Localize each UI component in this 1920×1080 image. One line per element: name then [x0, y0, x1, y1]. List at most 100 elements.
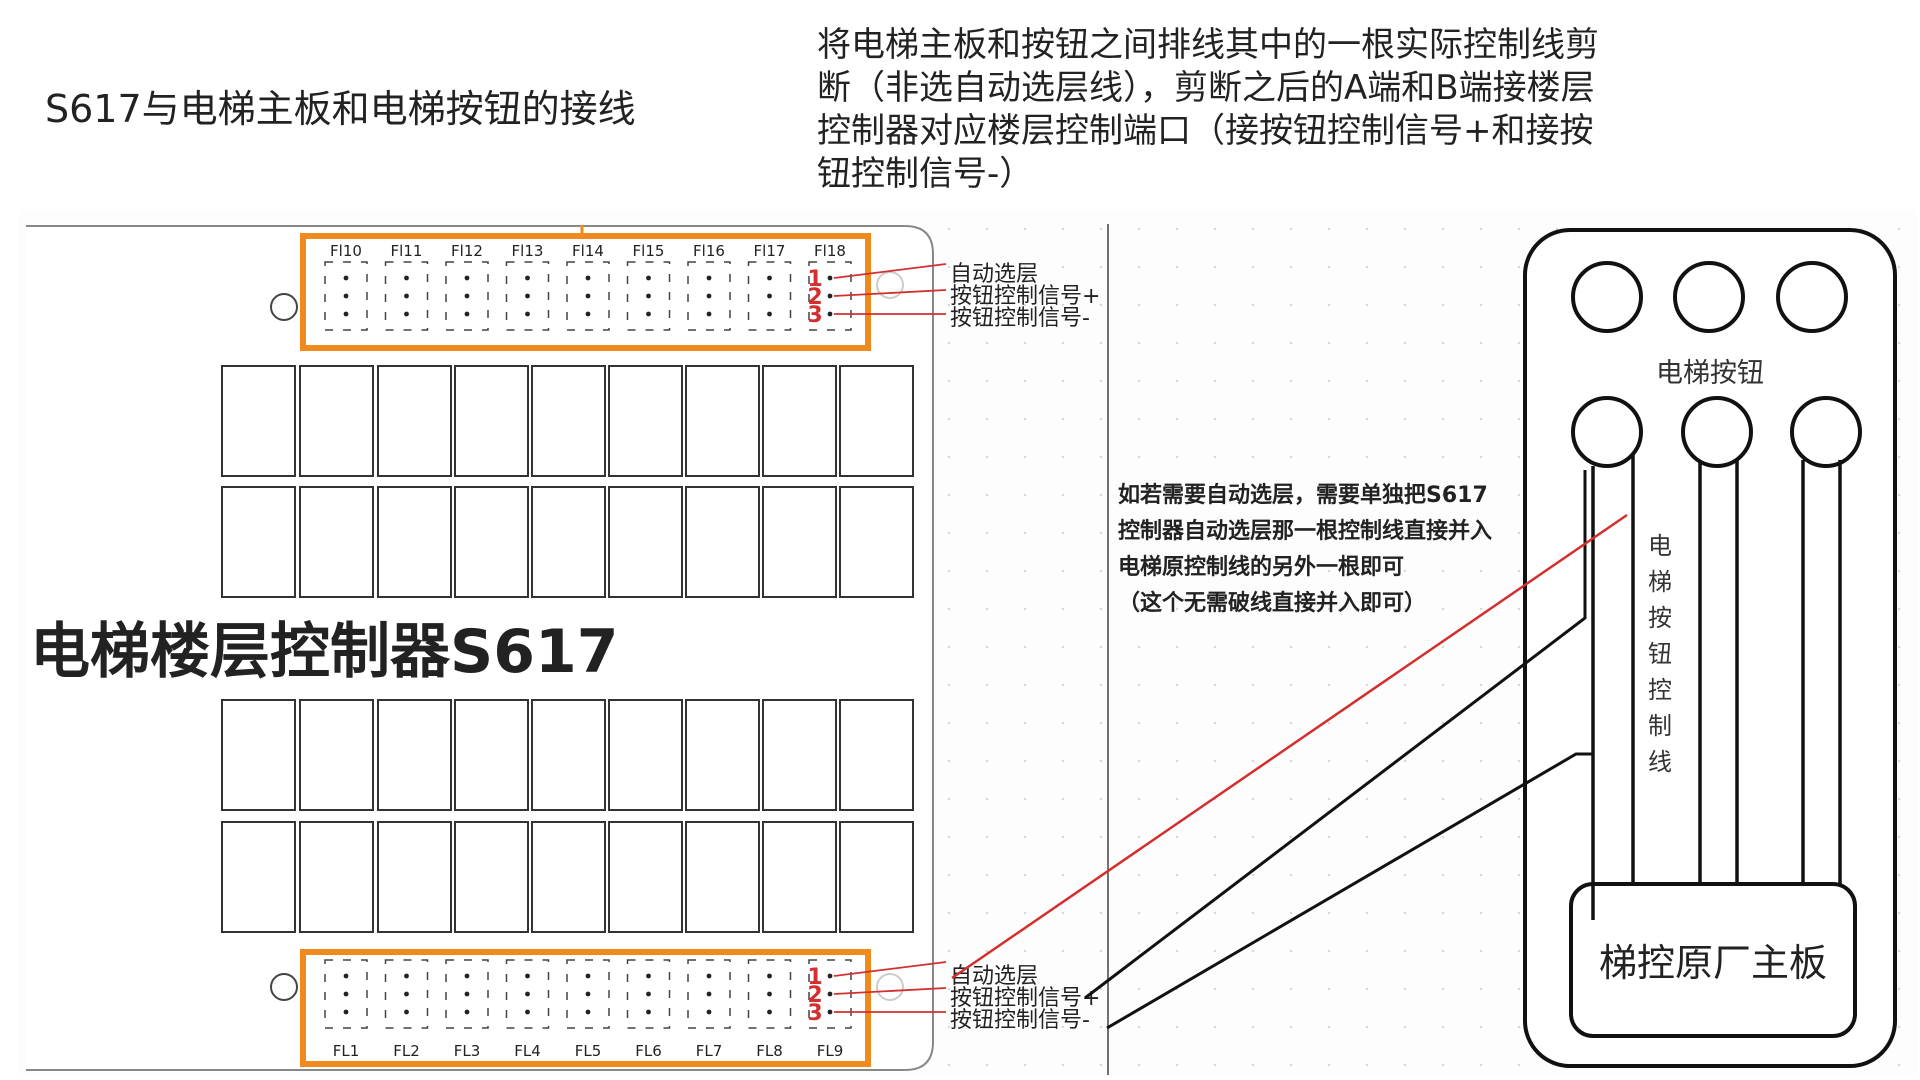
relay-block: [839, 365, 914, 477]
connector-frame: [300, 949, 871, 1067]
connector-pin: [767, 1009, 772, 1015]
relay-block: [608, 365, 683, 477]
connector-label: FL7: [696, 1042, 723, 1060]
connector-pin: [464, 275, 470, 281]
connector-pin: [827, 973, 833, 979]
relay-block: [299, 486, 374, 598]
elevator-button-circle: [1571, 261, 1643, 333]
relay-block: [221, 486, 296, 598]
relay-block: [685, 486, 760, 598]
elevator-button-label: 电梯按钮: [1656, 358, 1764, 389]
note-line: 如若需要自动选层，需要单独把S617: [1118, 482, 1488, 508]
connector-label: Fl18: [814, 242, 846, 260]
connector-pin: [706, 973, 712, 979]
relay-block: [299, 821, 374, 933]
connector-pin: [767, 973, 772, 979]
mounting-hole: [270, 973, 298, 1001]
relay-block: [839, 486, 914, 598]
connector-pin: [767, 275, 772, 281]
connector-pin: [404, 1009, 409, 1015]
connector-pin: [525, 1009, 530, 1015]
connector-pin: [343, 1009, 349, 1015]
connector-pin: [646, 275, 651, 281]
relay-block: [839, 821, 914, 933]
connector-label: Fl16: [693, 242, 725, 260]
connector-pin: [767, 991, 772, 997]
pin-label: 按钮控制信号-: [950, 1008, 1090, 1033]
connector-pin: [585, 1009, 591, 1015]
connector-pin: [464, 293, 470, 299]
connector-pin: [646, 973, 651, 979]
relay-block: [454, 486, 529, 598]
pin-number: 1: [807, 267, 822, 292]
connector-pin: [404, 991, 409, 997]
connector-pin: [827, 293, 833, 299]
connector-housing: [505, 959, 550, 1029]
connector-housing: [324, 261, 368, 331]
connector-label: FL4: [514, 1042, 541, 1060]
mainboard-label: 梯控原厂主板: [1599, 941, 1827, 985]
elevator-button-circle: [1790, 396, 1862, 468]
connector-pin: [404, 275, 409, 281]
mainboard: [1569, 882, 1857, 1038]
connector-label: FL8: [756, 1042, 783, 1060]
connector-label: FL1: [333, 1042, 360, 1060]
connector-pin: [585, 311, 591, 317]
connector-label: Fl13: [512, 242, 544, 260]
relay-block: [531, 486, 606, 598]
elevator-button-circle: [1681, 396, 1753, 468]
connector-label: Fl15: [633, 242, 665, 260]
auto-select-wire: [951, 513, 1628, 980]
pin-leader-line: [833, 263, 947, 279]
relay-block: [221, 699, 296, 811]
connector-label: FL5: [575, 1042, 602, 1060]
relay-block: [221, 821, 296, 933]
connector-pin: [525, 311, 530, 317]
elevator-button-circle: [1673, 261, 1745, 333]
connector-pin: [646, 311, 651, 317]
board-label: 电梯楼层控制器S617: [30, 617, 618, 687]
relay-block: [685, 699, 760, 811]
cut-wire-a: [1084, 470, 1587, 1000]
connector-pin: [646, 293, 651, 299]
connector-label: Fl11: [391, 242, 423, 260]
connector-pin: [464, 311, 470, 317]
relay-block: [839, 699, 914, 811]
relay-block: [377, 365, 452, 477]
connector-pin: [827, 311, 833, 317]
connector-pin: [343, 991, 349, 997]
connector-label: FL2: [393, 1042, 420, 1060]
connector-pin: [706, 991, 712, 997]
mounting-hole: [876, 973, 904, 1001]
connector-pin: [646, 991, 651, 997]
connector-pin: [343, 275, 349, 281]
connector-pin: [404, 973, 409, 979]
connector-pin: [585, 973, 591, 979]
relay-block: [377, 821, 452, 933]
relay-block: [762, 486, 837, 598]
control-line-char: 制: [1648, 712, 1672, 740]
pin-label: 按钮控制信号+: [950, 986, 1100, 1011]
connector-label: Fl12: [451, 242, 483, 260]
connector-pin: [827, 991, 833, 997]
note-line: （这个无需破线直接并入即可）: [1118, 590, 1426, 616]
pin-number: 3: [807, 303, 822, 328]
control-line-char: 按: [1648, 604, 1672, 632]
control-line-char: 电: [1648, 532, 1672, 560]
relay-block: [454, 365, 529, 477]
connector-pin: [525, 293, 530, 299]
connector-pin: [646, 1009, 651, 1015]
relay-block: [299, 365, 374, 477]
relay-block: [531, 365, 606, 477]
connector-label: FL9: [817, 1042, 844, 1060]
relay-block: [299, 699, 374, 811]
connector-pin: [464, 991, 470, 997]
elevator-button-circle: [1571, 396, 1643, 468]
note-line: 电梯原控制线的另外一根即可: [1118, 554, 1404, 580]
elevator-button-circle: [1776, 261, 1848, 333]
relay-block: [608, 699, 683, 811]
pin-number: 1: [807, 965, 822, 990]
mounting-hole: [270, 293, 298, 321]
